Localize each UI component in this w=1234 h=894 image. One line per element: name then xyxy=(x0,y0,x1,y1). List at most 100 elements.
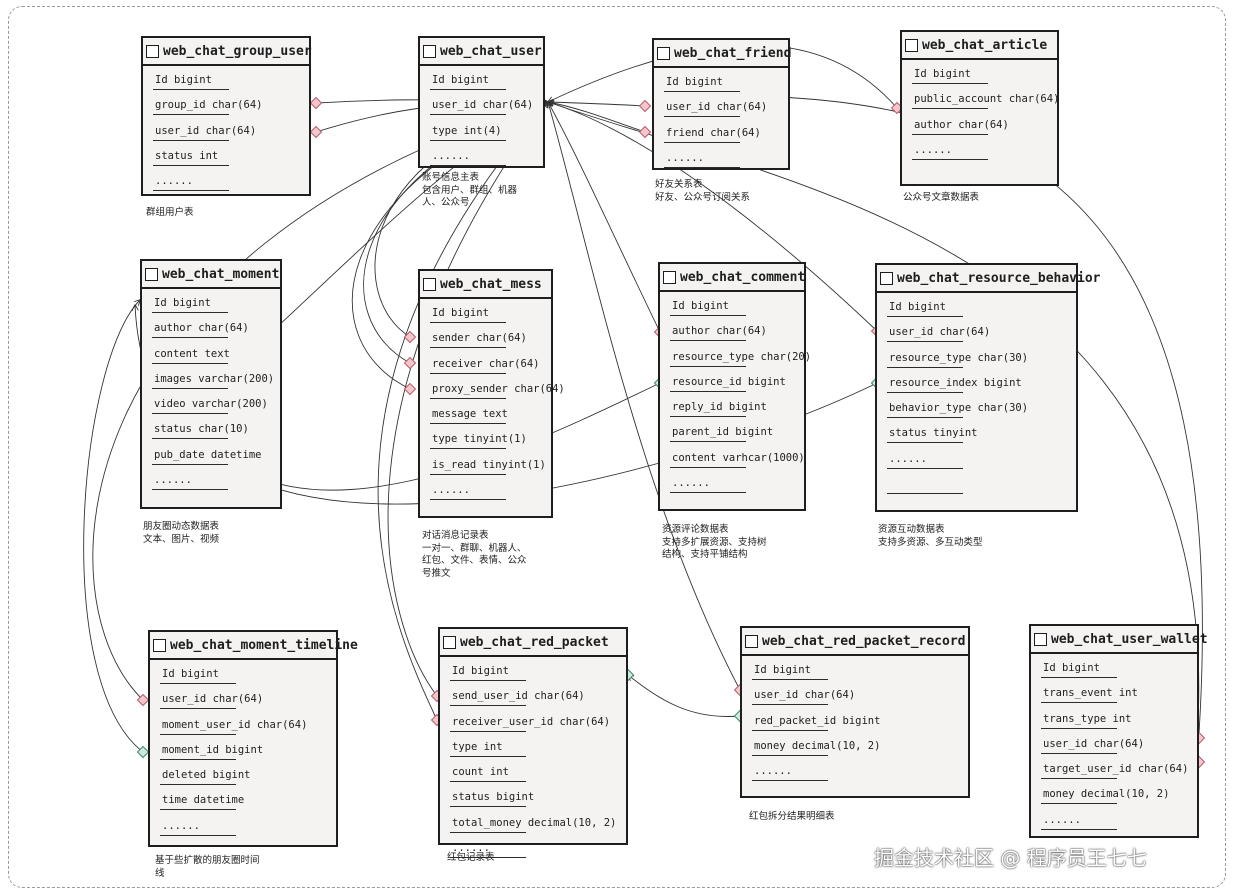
field-row: reply_id bigint xyxy=(670,399,804,424)
field-row: type int xyxy=(450,739,626,764)
field-row xyxy=(887,476,1076,501)
table-header: web_chat_user_wallet xyxy=(1031,626,1208,654)
field-row: user_id char(64) xyxy=(752,687,968,712)
table-name: web_chat_article xyxy=(922,37,1048,53)
table-checkbox-icon xyxy=(153,638,166,652)
field-row: count int xyxy=(450,764,626,789)
field-row: receiver_user_id char(64) xyxy=(450,714,626,739)
field-row: Id bigint xyxy=(153,72,309,97)
field-row: content text xyxy=(152,346,280,371)
table-note: 群组用户表 xyxy=(146,207,194,218)
field-row: parent_id bigint xyxy=(670,424,804,449)
field-row: author char(64) xyxy=(670,323,804,348)
table-name: web_chat_moment xyxy=(162,266,280,282)
table-header: web_chat_group_user xyxy=(143,38,312,66)
field-row: author char(64) xyxy=(912,117,1057,142)
field-row: ...... xyxy=(430,482,551,507)
table-name: web_chat_group_user xyxy=(163,43,312,59)
table-note: 对话消息记录表 一对一、群聊、机器人、 红包、文件、表情、公众 号推文 xyxy=(422,530,527,579)
field-row: resource_index bigint xyxy=(887,375,1076,400)
field-row: sender char(64) xyxy=(430,330,551,355)
table-header: web_chat_mess xyxy=(420,271,551,299)
field-row: Id bigint xyxy=(152,295,280,320)
table-name: web_chat_resource_behavior xyxy=(897,270,1101,286)
table-header: web_chat_moment_timeline xyxy=(150,632,358,660)
field-row: moment_user_id char(64) xyxy=(160,717,336,742)
field-row: ...... xyxy=(664,150,788,175)
field-row: pub_date datetime xyxy=(152,447,280,472)
table-note: 账号信息主表 包含用户、群组、机器 人、公众号 xyxy=(422,172,518,208)
field-row: group_id char(64) xyxy=(153,97,309,122)
field-row: content varhcar(1000) xyxy=(670,450,805,475)
field-row: message text xyxy=(430,406,551,431)
field-row: status char(10) xyxy=(152,421,280,446)
table-note: 红包记录表 xyxy=(447,852,495,863)
table-checkbox-icon xyxy=(1034,632,1047,646)
field-row: ...... xyxy=(670,475,804,500)
field-row: Id bigint xyxy=(450,663,626,688)
field-row: target_user_id char(64) xyxy=(1041,761,1197,786)
field-row: ...... xyxy=(912,142,1057,167)
field-row: images varchar(200) xyxy=(152,371,280,396)
field-row: ...... xyxy=(887,451,1076,476)
field-row: author char(64) xyxy=(152,320,280,345)
field-row: type tinyint(1) xyxy=(430,431,551,456)
table-name: web_chat_mess xyxy=(440,276,542,292)
field-row: status int xyxy=(153,148,309,173)
table-checkbox-icon xyxy=(663,270,676,284)
table-name: web_chat_red_packet xyxy=(460,634,609,650)
field-row: proxy_sender char(64) xyxy=(430,381,565,406)
table-header: web_chat_article xyxy=(902,32,1057,60)
field-row: trans_event int xyxy=(1041,685,1197,710)
field-row: money decimal(10, 2) xyxy=(752,738,968,763)
table-checkbox-icon xyxy=(146,44,159,58)
watermark: 掘金技术社区 @ 程序员王七七 xyxy=(874,846,1147,870)
field-row: status bigint xyxy=(450,789,626,814)
table-note: 好友关系表 好友、公众号订阅关系 xyxy=(655,179,751,203)
field-row: Id bigint xyxy=(664,74,788,99)
field-row: user_id char(64) xyxy=(664,99,788,124)
field-row: total_money decimal(10, 2) xyxy=(450,815,626,840)
table-name: web_chat_moment_timeline xyxy=(170,637,358,653)
field-row: ...... xyxy=(152,472,280,497)
field-row: user_id char(64) xyxy=(1041,736,1197,761)
field-row: resource_id bigint xyxy=(670,374,804,399)
field-row: Id bigint xyxy=(887,299,1076,324)
table-checkbox-icon xyxy=(745,634,758,648)
table-name: web_chat_friend xyxy=(674,45,792,61)
table-checkbox-icon xyxy=(423,277,436,291)
table-name: web_chat_user xyxy=(440,43,542,59)
field-row: user_id char(64) xyxy=(887,324,1076,349)
field-row: time datetime xyxy=(160,792,336,817)
table-note: 公众号文章数据表 xyxy=(903,192,980,203)
table-header: web_chat_moment xyxy=(142,261,280,289)
table-checkbox-icon xyxy=(657,46,670,60)
field-row: send_user_id char(64) xyxy=(450,688,626,713)
field-row: friend char(64) xyxy=(664,125,788,150)
canvas-frame xyxy=(8,6,1226,888)
table-note: 红包拆分结果明细表 xyxy=(749,811,835,822)
field-row: user_id char(64) xyxy=(160,691,336,716)
field-row: Id bigint xyxy=(670,298,804,323)
field-row: ...... xyxy=(752,763,968,788)
table-checkbox-icon xyxy=(145,267,158,281)
table-note: 基于些扩散的朋友圈时间 线 xyxy=(155,855,260,879)
field-row: red_packet_id bigint xyxy=(752,713,968,738)
table-name: web_chat_red_packet_record xyxy=(762,633,966,649)
table-header: web_chat_comment xyxy=(660,264,806,292)
field-row: Id bigint xyxy=(430,72,543,97)
table-note: 朋友圈动态数据表 文本、图片、视频 xyxy=(143,521,220,545)
field-row: Id bigint xyxy=(1041,660,1197,685)
table-name: web_chat_comment xyxy=(680,269,806,285)
field-row: Id bigint xyxy=(912,66,1057,91)
table-checkbox-icon xyxy=(880,271,893,285)
field-row: money decimal(10, 2) xyxy=(1041,786,1197,811)
table-checkbox-icon xyxy=(905,38,918,52)
